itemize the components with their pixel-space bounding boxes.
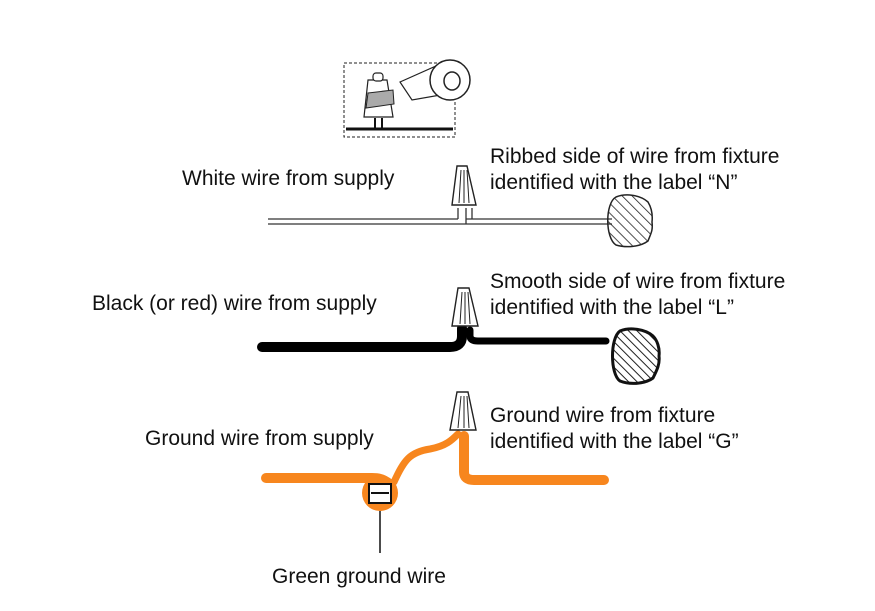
label-ground-supply: Ground wire from supply	[145, 427, 374, 450]
label-smooth-line2: identified with the label “L”	[490, 296, 734, 319]
hatched-wire-end-icon	[607, 194, 653, 248]
ground-wire-fixture	[459, 431, 609, 485]
label-green-ground: Green ground wire	[272, 565, 446, 588]
black-wire	[257, 323, 610, 352]
label-ribbed-fixture: Ribbed side of wire from fixture identif…	[490, 144, 779, 196]
label-smooth-fixture: Smooth side of wire from fixture identif…	[490, 269, 785, 321]
ground-screw-icon	[362, 475, 398, 553]
label-ground-fixture: Ground wire from fixture identified with…	[490, 403, 739, 455]
green-ground-wire	[390, 430, 462, 486]
label-ribbed-line1: Ribbed side of wire from fixture	[490, 145, 780, 168]
label-ground-fixture-line2: identified with the label “G”	[490, 430, 739, 453]
fixture-wire-ribbed	[466, 208, 612, 225]
hatched-wire-end-icon	[611, 327, 661, 385]
label-ribbed-line2: identified with the label “N”	[490, 171, 738, 194]
wire-nut-and-tape-icon	[343, 59, 471, 138]
label-white-supply: White wire from supply	[182, 167, 395, 190]
label-ground-fixture-line1: Ground wire from fixture	[490, 404, 716, 427]
wire-nut-icon	[451, 165, 477, 206]
label-black-supply: Black (or red) wire from supply	[92, 292, 377, 315]
wire-nut-icon	[451, 287, 479, 327]
wire-nut-icon	[449, 391, 477, 431]
white-wire	[268, 208, 467, 225]
label-smooth-line1: Smooth side of wire from fixture	[490, 270, 786, 293]
